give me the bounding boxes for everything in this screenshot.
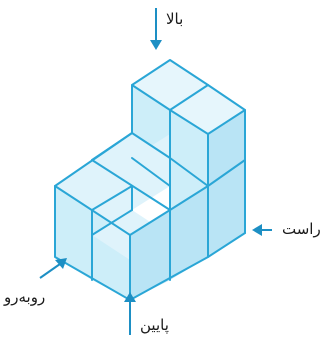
arrow-top-icon [150, 8, 162, 50]
arrow-right-icon [252, 224, 272, 236]
label-bottom: پایین [140, 316, 169, 334]
label-top: بالا [166, 10, 184, 28]
arrow-front-icon [39, 258, 67, 279]
arrow-bottom-icon [124, 292, 136, 335]
label-right: راست [282, 220, 321, 238]
cube-edges [54, 59, 246, 301]
direction-arrows [39, 8, 272, 335]
label-front: روبه‌رو [4, 288, 46, 306]
